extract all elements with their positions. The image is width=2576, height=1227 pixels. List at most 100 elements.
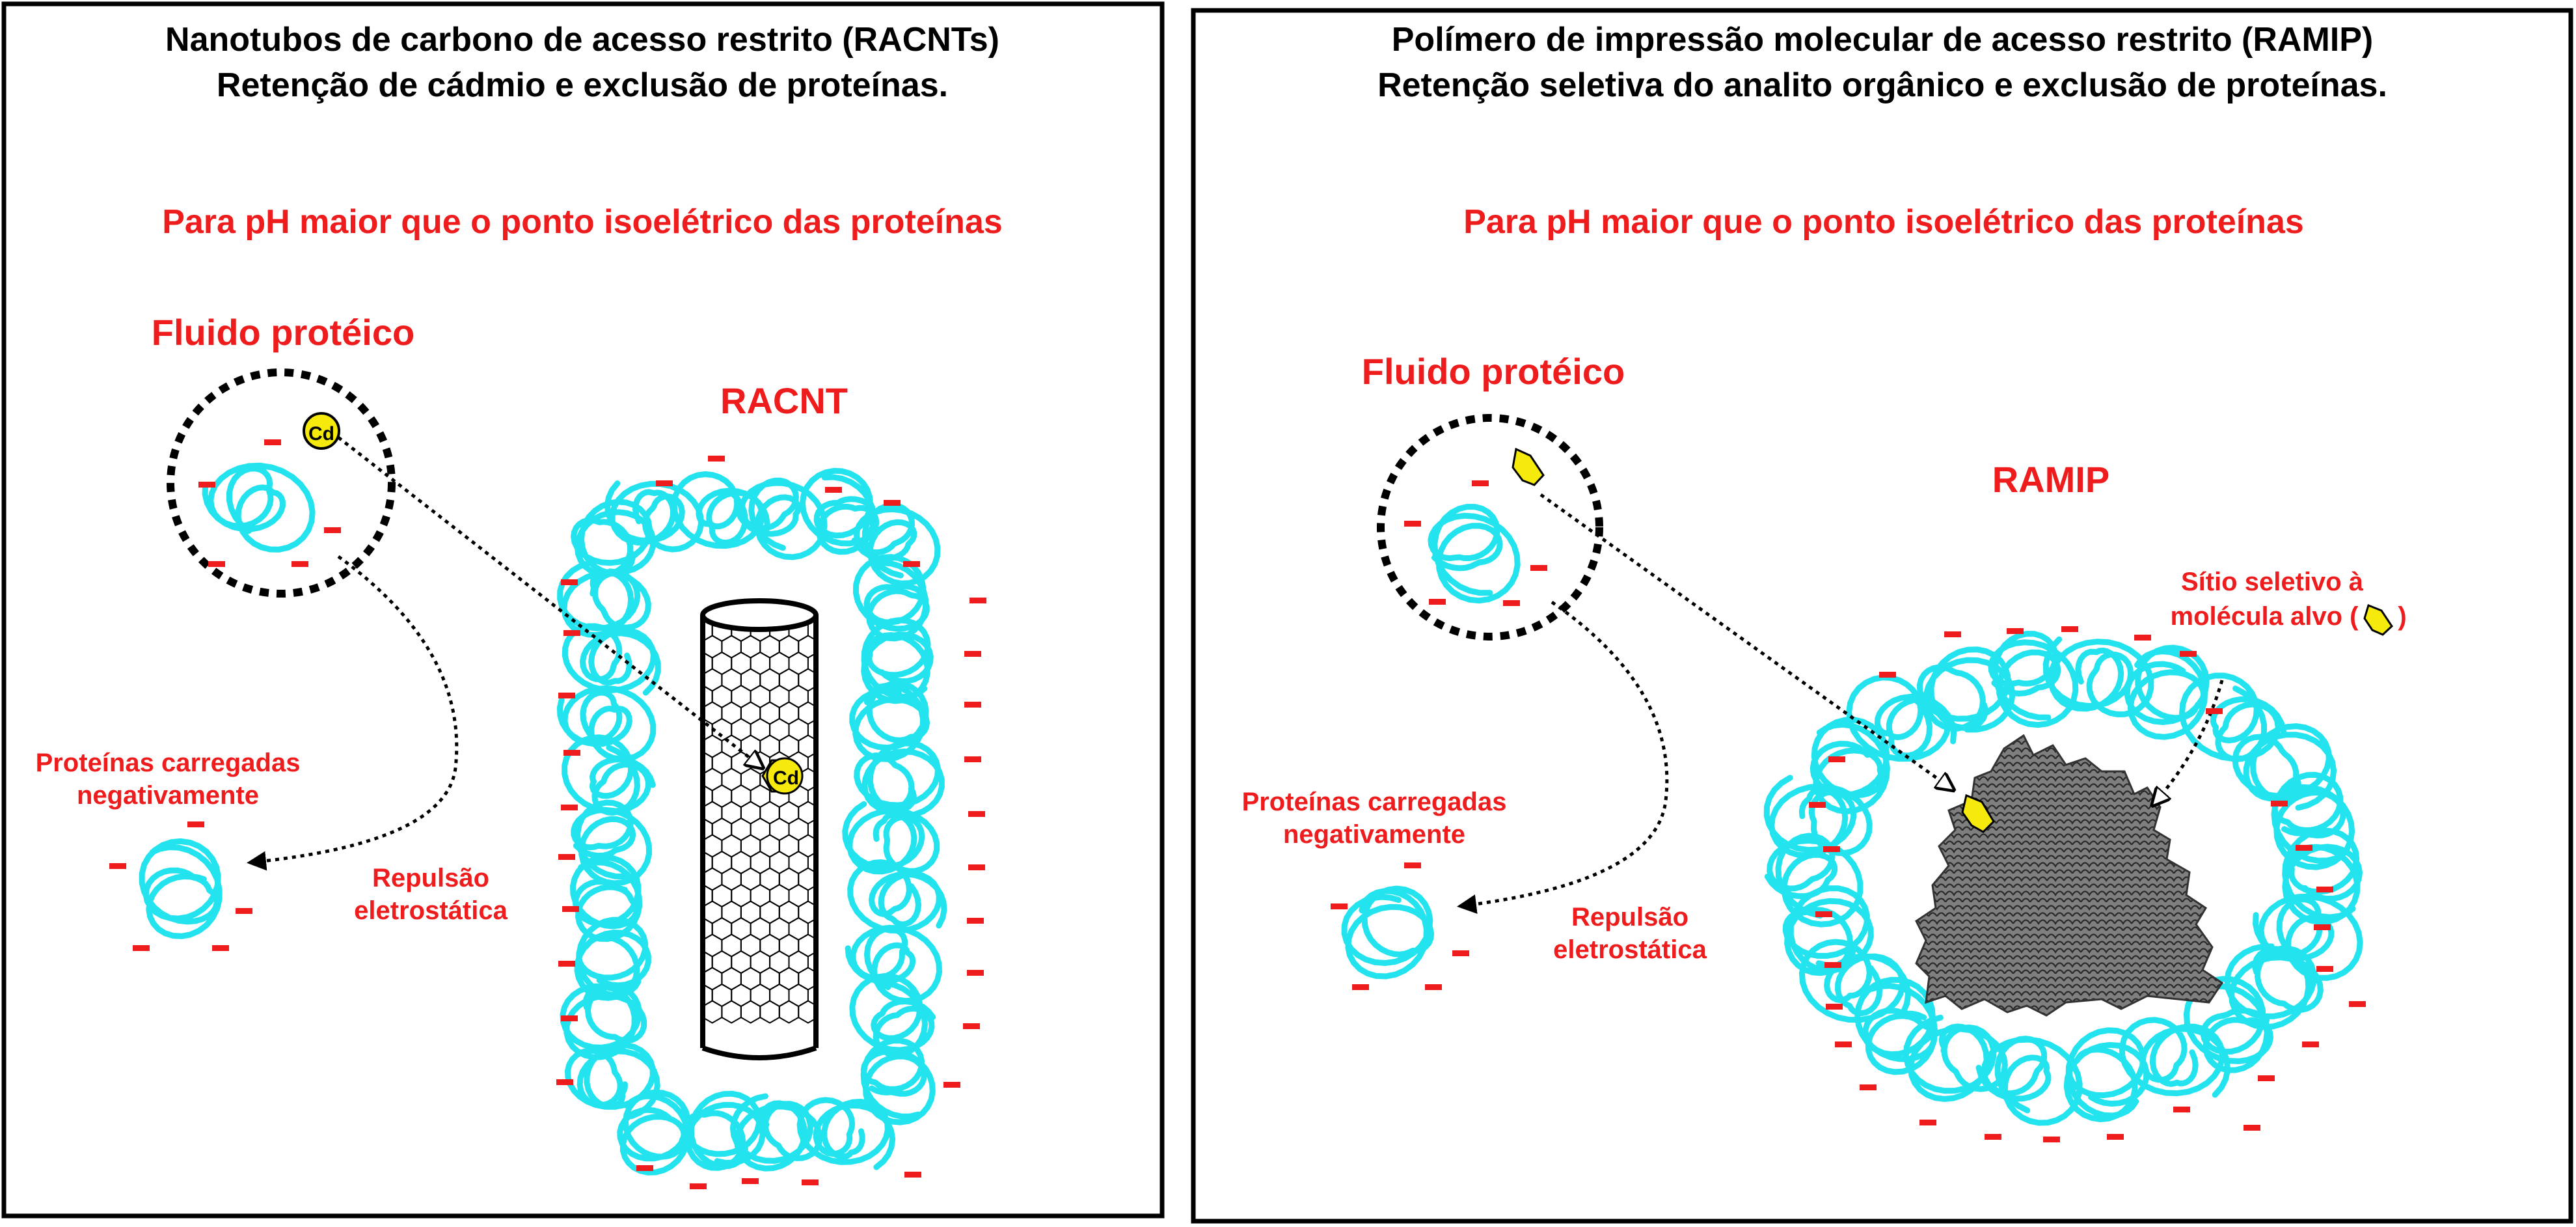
negative-charge	[1331, 903, 1348, 909]
protein-coil	[1903, 1014, 2008, 1102]
negative-charge	[2316, 887, 2333, 892]
right-panel-frame	[1191, 8, 2573, 1224]
negative-charge	[903, 561, 920, 567]
right-ph-condition: Para pH maior que o ponto isoelétrico da…	[1463, 203, 2304, 241]
protein-coil	[796, 1097, 896, 1170]
negative-charge	[2316, 966, 2333, 972]
negative-charge	[1919, 1120, 1936, 1125]
left-fluid-boundary	[167, 368, 396, 598]
protein-coil	[565, 1042, 660, 1120]
negative-charge	[208, 561, 225, 567]
negative-charge	[558, 961, 575, 967]
negative-charge	[1985, 1134, 2001, 1140]
negative-charge	[825, 487, 842, 493]
negative-charge	[198, 482, 215, 488]
left-material-label: RACNT	[720, 380, 848, 421]
left-repulsion-line2: eletrostática	[354, 896, 508, 925]
negative-charge	[708, 456, 725, 462]
protein-coil	[1916, 646, 2016, 733]
selective-site-line2-end: )	[2398, 602, 2406, 631]
protein-coil	[1854, 976, 1938, 1075]
protein-coil	[671, 471, 770, 549]
negative-charge	[2314, 924, 2331, 930]
right-title-line2: Retenção seletiva do analito orgânico e …	[1377, 66, 2387, 104]
protein-coil	[1846, 674, 1957, 762]
target-molecule-legend-icon	[2363, 603, 2393, 636]
cadmium-ion: Cd	[303, 412, 340, 450]
right-repulsion-line1: Repulsão	[1571, 903, 1688, 931]
negative-charge	[563, 630, 580, 636]
right-charged-proteins-line1: Proteínas carregadas	[1242, 788, 1507, 816]
negative-charge	[561, 805, 578, 810]
negative-charge	[967, 970, 984, 976]
left-protein-coat	[556, 467, 947, 1176]
negative-charge	[1503, 600, 1520, 606]
negative-charge	[2134, 635, 2151, 641]
protein-coil	[617, 1089, 691, 1176]
left-title-line2: Retenção de cádmio e exclusão de proteín…	[217, 66, 948, 104]
protein-repulsion-arrow	[247, 555, 459, 871]
negative-charge	[904, 1172, 921, 1178]
protein-coil	[1341, 885, 1435, 980]
right-fluid-label: Fluido protéico	[1362, 351, 1625, 392]
negative-charge	[969, 598, 986, 603]
protein-coil	[860, 1038, 936, 1125]
negative-charge	[561, 579, 578, 585]
negative-charge	[264, 439, 281, 445]
negative-charge	[187, 821, 204, 827]
negative-charge	[1944, 631, 1961, 637]
charged-protein-coil	[139, 838, 223, 939]
protein-coil	[2063, 1027, 2150, 1122]
right-repulsion-line2: eletrostática	[1553, 935, 1707, 964]
negative-charge	[558, 854, 575, 860]
negative-charge	[964, 756, 981, 762]
negative-charge	[2244, 1125, 2260, 1131]
left-negative-charges	[109, 439, 986, 1189]
negative-charge	[1352, 984, 1369, 990]
negative-charge	[690, 1183, 707, 1189]
protein-coil	[1798, 939, 1911, 1023]
protein-coil	[202, 462, 316, 553]
right-panel-ramip: Polímero de impressão molecular de acess…	[1191, 8, 2573, 1224]
negative-charge	[656, 480, 673, 486]
negative-charge	[884, 500, 901, 506]
negative-charge	[1404, 521, 1421, 527]
negative-charge	[1425, 984, 1442, 990]
protein-coil	[2253, 893, 2363, 981]
protein-coil	[861, 617, 934, 704]
negative-charge	[212, 945, 229, 951]
left-charged-proteins-line1: Proteínas carregadas	[36, 749, 301, 777]
cadmium-symbol: Cd	[308, 423, 334, 445]
negative-charge	[2061, 626, 2078, 632]
negative-charge	[1879, 672, 1896, 678]
negative-charge	[2302, 1041, 2319, 1047]
negative-charge	[2180, 651, 2197, 657]
right-negative-charges	[1331, 480, 2366, 1142]
protein-coil	[1975, 1036, 2083, 1126]
charged-protein-coil-right	[1341, 885, 1435, 980]
right-title-line1: Polímero de impressão molecular de acess…	[1392, 21, 2373, 59]
negative-charge	[968, 864, 985, 870]
negative-charge	[1826, 1004, 1843, 1010]
molecularly-imprinted-polymer-core	[1915, 734, 2224, 1017]
negative-charge	[964, 651, 981, 657]
protein-coil	[571, 799, 652, 887]
negative-charge	[1828, 756, 1845, 762]
negative-charge	[1530, 565, 1547, 571]
negative-charge	[2007, 628, 2024, 634]
left-repulsion-line1: Repulsão	[372, 864, 489, 892]
protein-coil	[683, 1090, 766, 1171]
protein-coil	[847, 859, 947, 934]
negative-charge	[742, 1178, 759, 1184]
left-panel-racnt: Nanotubos de carbono de acesso restrito …	[1, 1, 1165, 1219]
negative-charge	[1429, 599, 1446, 605]
negative-charge	[2173, 1107, 2190, 1112]
protein-coil	[2271, 771, 2355, 870]
negative-charge	[324, 527, 341, 533]
negative-charge	[236, 908, 252, 914]
selective-site-line1: Sítio seletivo à	[2181, 568, 2364, 596]
negative-charge	[2043, 1137, 2060, 1142]
negative-charge	[968, 811, 985, 817]
